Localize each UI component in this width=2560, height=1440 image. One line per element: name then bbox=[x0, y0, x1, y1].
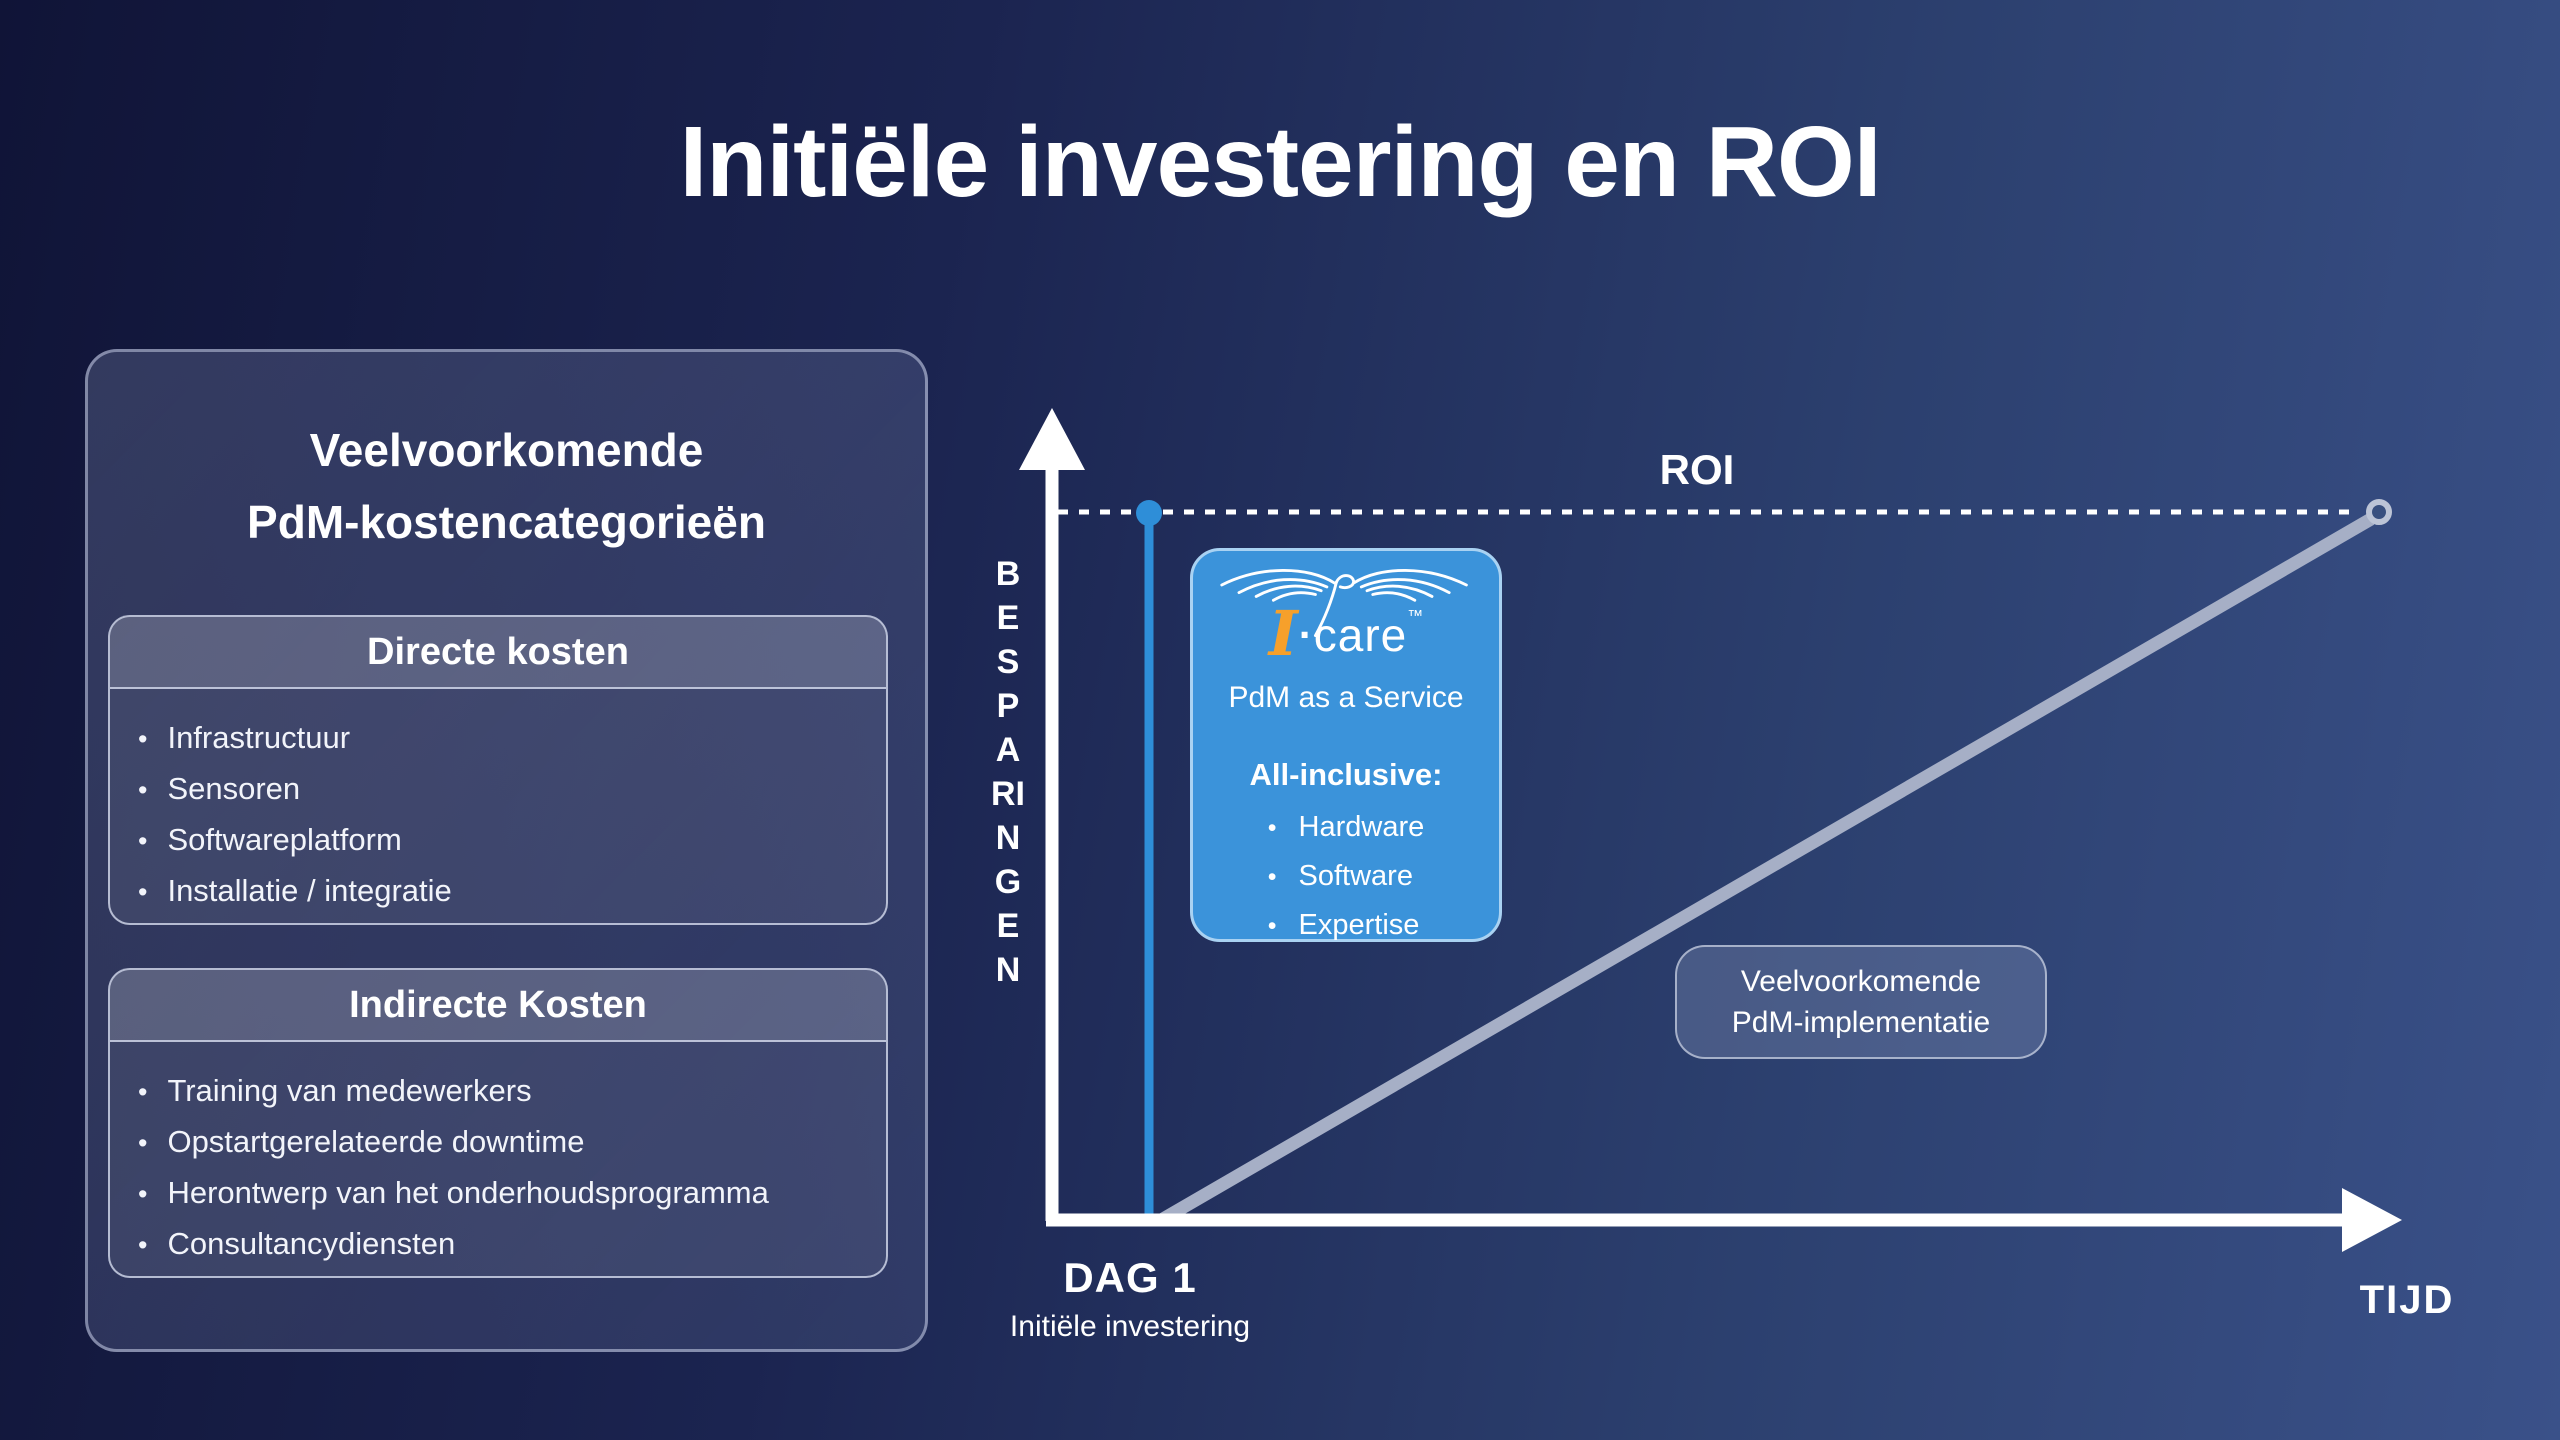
dove-icon bbox=[1220, 568, 1468, 638]
service-items-list: HardwareSoftwareExpertise bbox=[1268, 803, 1425, 950]
service-card: I·care™ PdM as a Service All-inclusive: … bbox=[1190, 548, 1502, 942]
indirect-costs-list: Training van medewerkersOpstartgerelatee… bbox=[110, 1042, 886, 1270]
direct-costs-header: Directe kosten bbox=[110, 617, 886, 689]
list-item: Herontwerp van het onderhoudsprogramma bbox=[138, 1168, 872, 1219]
list-item: Opstartgerelateerde downtime bbox=[138, 1117, 872, 1168]
service-heading: All-inclusive: bbox=[1249, 757, 1443, 792]
cost-panel-title-line2: PdM-kostencategorieën bbox=[247, 496, 766, 548]
cost-panel-title-line1: Veelvoorkomende bbox=[309, 424, 704, 476]
y-axis-label: BESPARINGEN bbox=[991, 555, 1025, 989]
implementation-label-line2: PdM-implementatie bbox=[1731, 1006, 1991, 1039]
indirect-costs-section: Indirecte Kosten Training van medewerker… bbox=[108, 968, 888, 1278]
list-item: Installatie / integratie bbox=[138, 866, 872, 917]
direct-costs-section: Directe kosten InfrastructuurSensorenSof… bbox=[108, 615, 888, 925]
cost-panel-title: Veelvoorkomende PdM-kostencategorieën bbox=[88, 414, 925, 558]
list-item: Softwareplatform bbox=[138, 815, 872, 866]
x-origin-label: DAG 1 bbox=[1063, 1254, 1197, 1301]
list-item: Infrastructuur bbox=[138, 713, 872, 764]
list-item: Software bbox=[1268, 852, 1424, 901]
brand-wordmark: I·care™ bbox=[1193, 597, 1499, 670]
brand-name: care bbox=[1313, 609, 1408, 661]
x-axis-label: TIJD bbox=[2359, 1278, 2455, 1322]
list-item: Consultancydiensten bbox=[138, 1219, 872, 1270]
roi-threshold-label: ROI bbox=[1659, 446, 1735, 493]
brand-dot: · bbox=[1298, 611, 1313, 658]
list-item: Hardware bbox=[1268, 803, 1425, 852]
icare-logo: I·care™ bbox=[1193, 563, 1499, 679]
x-axis-arrow-icon bbox=[2342, 1188, 2402, 1252]
service-subtitle: PdM as a Service bbox=[1228, 681, 1464, 714]
implementation-series-line bbox=[1159, 513, 2375, 1225]
service-series-point bbox=[1136, 500, 1162, 526]
indirect-costs-header: Indirecte Kosten bbox=[110, 970, 886, 1042]
list-item: Training van medewerkers bbox=[138, 1066, 872, 1117]
implementation-label: Veelvoorkomende PdM-implementatie bbox=[1675, 945, 2047, 1059]
direct-costs-list: InfrastructuurSensorenSoftwareplatformIn… bbox=[110, 689, 886, 917]
implementation-series-endpoint bbox=[2366, 499, 2392, 525]
y-axis-arrow-icon bbox=[1019, 408, 1085, 470]
brand-tm: ™ bbox=[1407, 608, 1424, 625]
cost-categories-panel: Veelvoorkomende PdM-kostencategorieën Di… bbox=[85, 349, 928, 1352]
page-title: Initiële investering en ROI bbox=[679, 106, 1881, 218]
brand-i: I bbox=[1268, 597, 1298, 670]
x-origin-sublabel: Initiële investering bbox=[1009, 1310, 1251, 1343]
list-item: Sensoren bbox=[138, 764, 872, 815]
implementation-label-line1: Veelvoorkomende bbox=[1740, 965, 1982, 998]
list-item: Expertise bbox=[1268, 901, 1424, 950]
